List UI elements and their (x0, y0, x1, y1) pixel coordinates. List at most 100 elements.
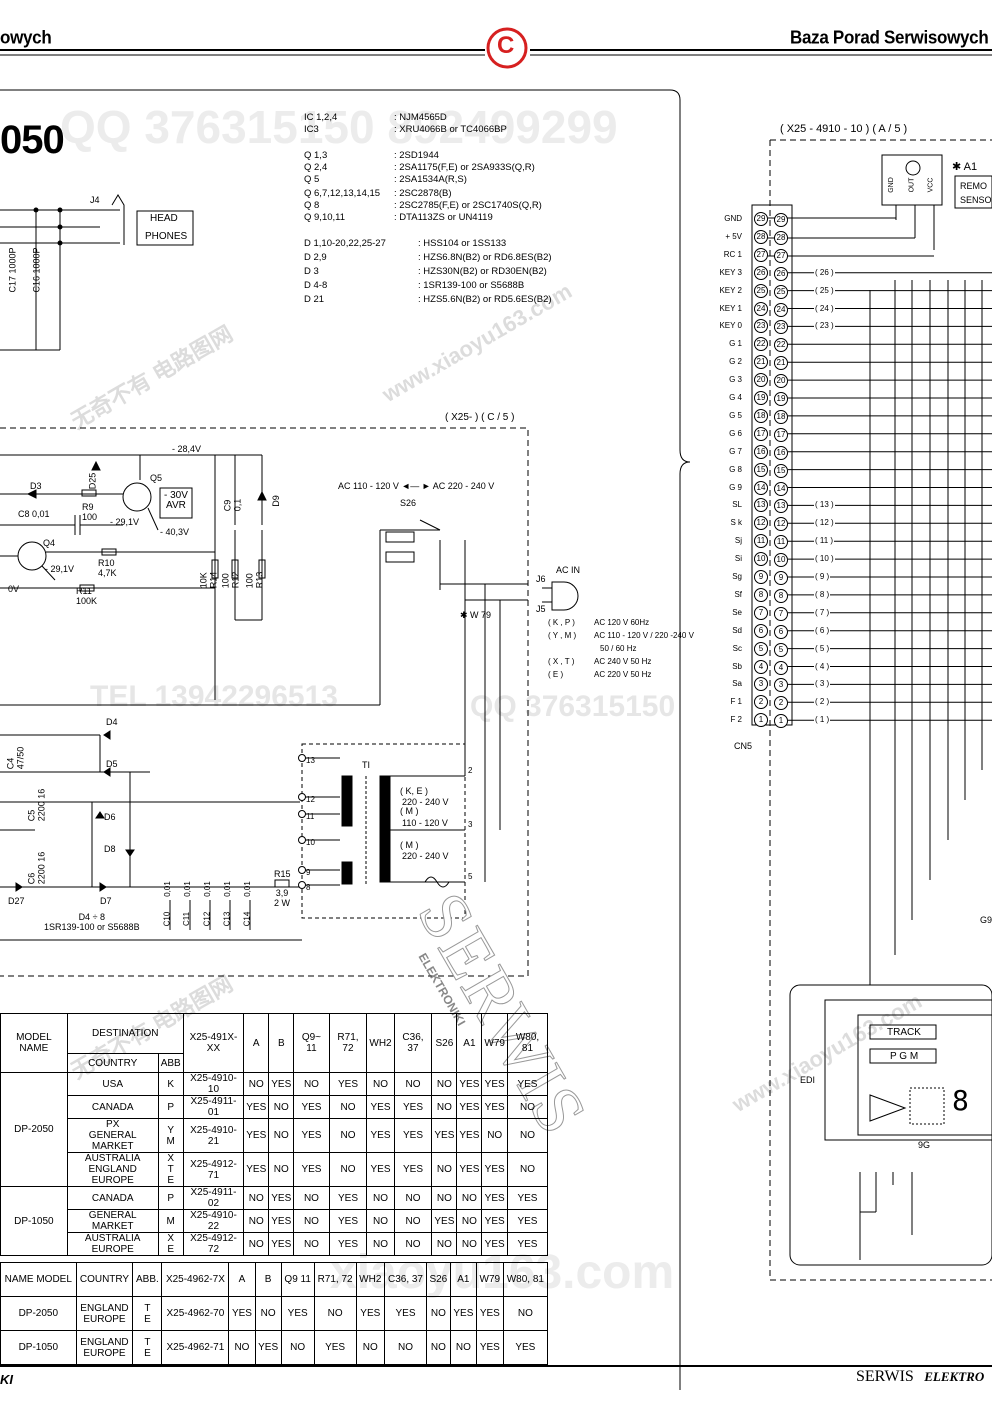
display-board-label: ( X25 - 4910 - 10 ) ( A / 5 ) (780, 123, 908, 135)
cn5-pin-number-right: 27 (774, 248, 788, 263)
footer-left: KI (0, 1372, 13, 1387)
cn5-pin-number: 1 (754, 713, 768, 728)
cn5-pin-number-right: 1 (774, 714, 788, 729)
transformer-label: TI (362, 760, 370, 770)
cn5-pin-name: Sa (732, 679, 742, 689)
transformer-pin-left: 12 (306, 795, 315, 804)
table-cell: YES (506, 1072, 549, 1096)
table-cell: WH2 (366, 1013, 395, 1073)
cn5-wire-tag: ( 2 ) (814, 697, 831, 708)
table-cell: ENGLAND EUROPE (75, 1330, 134, 1365)
g9-label: 9G (918, 1140, 931, 1150)
table-cell: NO (243, 1072, 270, 1096)
cn5-pin-number: 21 (754, 355, 768, 370)
footer-brand: SERWIS ELEKTRO (856, 1368, 984, 1386)
table-cell: S26 (425, 1262, 451, 1297)
table-cell: NO (431, 1072, 458, 1096)
cap-ref: C13 (222, 911, 232, 927)
table-cell: YES (393, 1095, 433, 1119)
table-cell: YES (328, 1072, 368, 1096)
table-cell: YES (268, 1209, 295, 1233)
cn5-pin-name: Si (734, 554, 742, 564)
semi-row: Q 1,3: 2SD1944 (304, 150, 439, 161)
table-cell: W80, 81 (502, 1262, 549, 1297)
semi-part: : 2SD1944 (394, 150, 439, 161)
table-cell: CANADA (66, 1186, 159, 1210)
table-cell: DESTINATION (66, 1013, 184, 1054)
table-cell: NO (366, 1072, 395, 1096)
power-board-label: ( X25- ) ( C / 5 ) (445, 412, 515, 423)
cn5-pin-name: G 9 (729, 482, 742, 492)
table-cell: W80, 81 (506, 1013, 549, 1073)
cn5-pin-number-right: 21 (774, 356, 788, 371)
cap-value: 0,01 (182, 881, 192, 897)
avr-label: - 30V AVR (164, 490, 188, 511)
tap-m1: ( M ) (400, 806, 419, 816)
voltage-value: AC 220 V 50 Hz (594, 670, 652, 679)
semi-row: D 4-8: 1SR139-100 or S5688B (304, 280, 524, 291)
table-cell: X25-4962-71 (161, 1330, 230, 1365)
table-cell: YES (268, 1072, 295, 1096)
table-cell: T E (132, 1296, 163, 1331)
c4-label: C4 47/50 (5, 746, 26, 770)
table-cell: YES (293, 1118, 330, 1153)
transformer-pin-left: 11 (306, 812, 315, 821)
d27-label: D27 (8, 896, 25, 906)
cn5-pin-name: G 1 (729, 339, 742, 349)
table-cell: YES (456, 1095, 483, 1119)
c6-label: C6 2200 16 (26, 851, 47, 885)
cn5-wire-tag: ( 11 ) (814, 536, 835, 547)
c17-label: C17 1000P (7, 247, 18, 293)
track-label: TRACK (887, 1027, 921, 1038)
cn5-pin-number-right: 23 (774, 320, 788, 335)
cap-value: 0,01 (242, 881, 252, 897)
cn5-wire-tag: ( 3 ) (814, 679, 831, 690)
table-cell: X25-4911-01 (182, 1095, 245, 1119)
v-neg29-1b: - 29,1V (45, 564, 75, 574)
table-cell: YES (254, 1330, 282, 1365)
cn5-pin-number-right: 14 (774, 481, 788, 496)
j5-label: J5 (536, 604, 546, 614)
table-cell: X25-4962-7X (161, 1262, 230, 1297)
c9-label: C9 0,1 (222, 498, 243, 512)
table-cell: ABB (157, 1053, 184, 1073)
semi-ref: IC 1,2,4 (304, 112, 338, 123)
cn5-pin-number-right: 2 (774, 696, 788, 711)
phones-label: PHONES (145, 231, 188, 242)
semi-ref: Q 5 (304, 174, 320, 185)
cn5-pin-number-right: 15 (774, 463, 788, 478)
table-cell: NO (366, 1232, 395, 1256)
table-cell: YES (243, 1118, 270, 1153)
cn5-pin-number-right: 28 (774, 230, 788, 245)
ac-in-label: AC IN (556, 565, 581, 575)
tap-m1-v: 110 - 120 V (402, 818, 448, 828)
remote-label-2: SENSO (960, 195, 992, 205)
cn5-pin-number: 3 (754, 677, 768, 692)
table-cell: YES (328, 1209, 368, 1233)
table-cell: YES (456, 1072, 483, 1096)
table-cell: AUSTRALIA EUROPE (66, 1232, 159, 1256)
table-cell: GENERAL MARKET (66, 1209, 159, 1233)
logo-letter: C (497, 32, 515, 59)
table-cell: NO (431, 1152, 458, 1187)
tap-ke-v: 220 - 240 V (402, 797, 449, 807)
table-cell: A (228, 1262, 256, 1297)
semi-part: : 2SC2785(F,E) or 2SC1740S(Q,R) (394, 200, 542, 211)
c16-label: C16 1000P (31, 247, 42, 293)
cn5-pin-name: G 2 (729, 357, 742, 367)
cn5-wire-tag: ( 5 ) (814, 643, 831, 654)
table-cell: S26 (431, 1013, 458, 1073)
table-cell: W79 (481, 1013, 508, 1073)
table-cell: NO (393, 1072, 433, 1096)
table-cell: NO (313, 1296, 357, 1331)
cn5-pin-number-right: 20 (774, 374, 788, 389)
r15-label: R15 (274, 869, 291, 879)
cn5-pin-name: S k (730, 518, 742, 528)
voltage-value: AC 110 - 120 V / 220 -240 V (594, 631, 694, 640)
